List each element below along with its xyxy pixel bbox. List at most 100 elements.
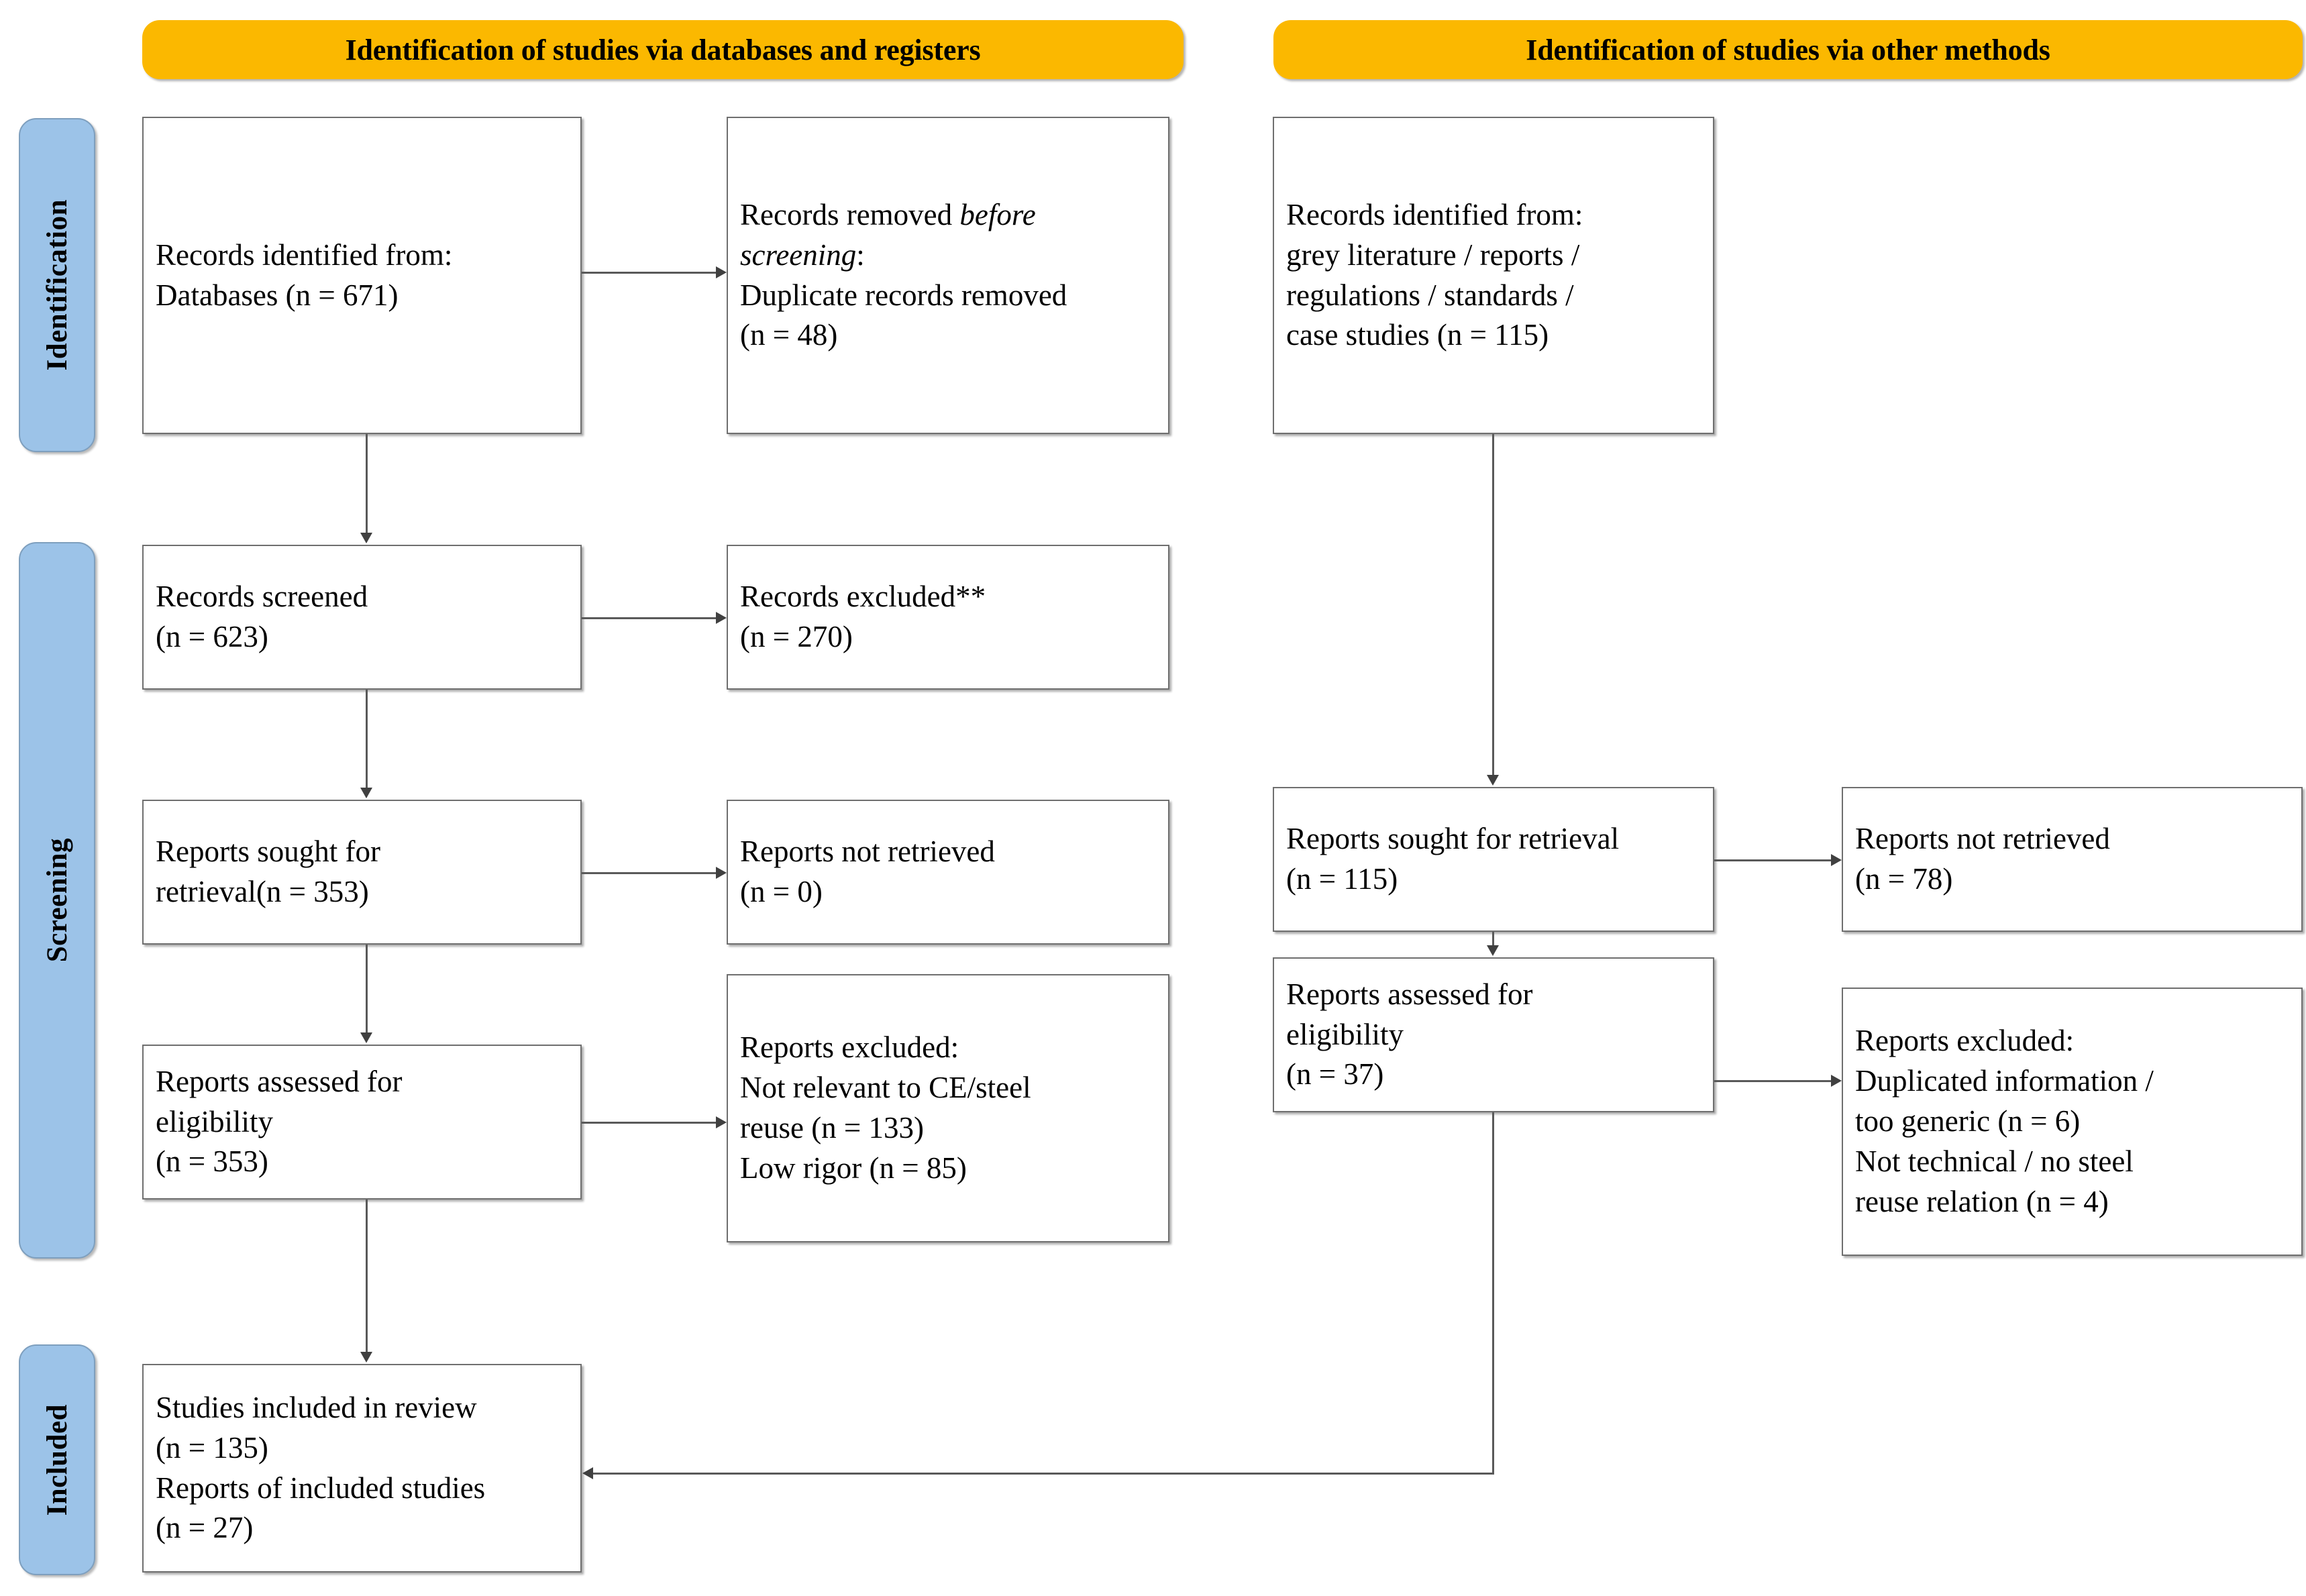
arrowhead-sought-other-to-not-retrieved-other xyxy=(1831,854,1842,866)
reports-excluded-other-line2: Duplicated information / xyxy=(1855,1064,2154,1098)
node-records-identified-other-text: Records identified from: grey literature… xyxy=(1274,195,1595,356)
records-removed-line1: Records removed before xyxy=(740,195,1067,235)
records-removed-prefix: Records removed xyxy=(740,197,960,231)
records-identified-other-line2: grey literature / reports / xyxy=(1286,237,1580,272)
node-records-identified-databases: Records identified from: Databases (n = … xyxy=(142,117,582,434)
rail-included-label: Included xyxy=(41,1403,73,1516)
records-removed-line3: Duplicate records removed xyxy=(740,278,1067,312)
connector-assessed-other-to-included-horizontal xyxy=(593,1473,1494,1475)
records-identified-other-line1: Records identified from: xyxy=(1286,197,1583,231)
studies-included-line2: (n = 135) xyxy=(156,1430,268,1465)
reports-excluded-db-line2: Not relevant to CE/steel xyxy=(740,1071,1031,1105)
node-reports-excluded-databases: Reports excluded: Not relevant to CE/ste… xyxy=(727,974,1169,1242)
records-identified-db-line1: Records identified from: xyxy=(156,237,453,272)
rail-screening-label: Screening xyxy=(41,838,73,963)
node-reports-assessed-other-text: Reports assessed for eligibility (n = 37… xyxy=(1274,975,1544,1096)
records-removed-colon: : xyxy=(856,237,865,272)
connector-sought-to-assessed xyxy=(366,945,368,1032)
node-reports-not-retrieved-other-text: Reports not retrieved (n = 78) xyxy=(1843,819,2122,900)
node-reports-not-retrieved-databases: Reports not retrieved (n = 0) xyxy=(727,800,1169,945)
reports-excluded-other-line4: Not technical / no steel xyxy=(1855,1144,2134,1178)
arrowhead-identified-to-removed xyxy=(716,266,727,278)
studies-included-line1: Studies included in review xyxy=(156,1390,477,1424)
connector-identified-other-to-sought-other xyxy=(1492,434,1494,775)
node-records-screened: Records screened (n = 623) xyxy=(142,545,582,690)
records-removed-line2: screening: xyxy=(740,235,1067,276)
connector-screened-to-excluded xyxy=(582,617,716,619)
arrowhead-assessed-other-to-included xyxy=(582,1467,593,1479)
banner-other-methods: Identification of studies via other meth… xyxy=(1273,20,2303,79)
reports-sought-db-line2: retrieval(n = 353) xyxy=(156,875,369,908)
records-identified-db-line2: Databases (n = 671) xyxy=(156,278,399,312)
records-removed-italic-screening: screening xyxy=(740,237,857,272)
arrowhead-identified-to-screened xyxy=(360,533,372,543)
node-reports-sought-other-text: Reports sought for retrieval (n = 115) xyxy=(1274,819,1631,900)
node-records-screened-text: Records screened (n = 623) xyxy=(144,577,380,657)
arrowhead-screened-to-sought xyxy=(360,788,372,798)
connector-assessed-other-to-excluded-other xyxy=(1714,1080,1831,1082)
node-records-removed-before-screening: Records removed before screening: Duplic… xyxy=(727,117,1169,434)
reports-not-retrieved-other-line2: (n = 78) xyxy=(1855,862,1953,896)
reports-not-retrieved-db-line1: Reports not retrieved xyxy=(740,835,995,869)
connector-sought-other-to-not-retrieved-other xyxy=(1714,859,1831,861)
reports-sought-other-line2: (n = 115) xyxy=(1286,862,1398,896)
reports-excluded-db-line4: Low rigor (n = 85) xyxy=(740,1151,967,1185)
node-studies-included: Studies included in review (n = 135) Rep… xyxy=(142,1364,582,1573)
records-screened-line1: Records screened xyxy=(156,580,368,614)
node-reports-sought-databases-text: Reports sought for retrieval(n = 353) xyxy=(144,832,392,912)
node-studies-included-text: Studies included in review (n = 135) Rep… xyxy=(144,1388,497,1548)
reports-not-retrieved-db-line2: (n = 0) xyxy=(740,875,823,908)
node-records-excluded: Records excluded** (n = 270) xyxy=(727,545,1169,690)
reports-assessed-db-line3: (n = 353) xyxy=(156,1145,268,1179)
records-removed-line4: (n = 48) xyxy=(740,318,838,352)
connector-screened-to-sought xyxy=(366,690,368,788)
reports-assessed-other-line1: Reports assessed for xyxy=(1286,977,1533,1011)
reports-assessed-db-line2: eligibility xyxy=(156,1104,273,1138)
records-excluded-line2: (n = 270) xyxy=(740,620,853,653)
connector-identified-to-removed xyxy=(582,272,716,274)
reports-sought-db-line1: Reports sought for xyxy=(156,835,380,869)
node-reports-assessed-databases: Reports assessed for eligibility (n = 35… xyxy=(142,1045,582,1200)
node-records-identified-other-methods: Records identified from: grey literature… xyxy=(1273,117,1714,434)
reports-excluded-other-line1: Reports excluded: xyxy=(1855,1024,2075,1058)
node-reports-excluded-other-text: Reports excluded: Duplicated information… xyxy=(1843,1021,2166,1222)
banner-databases-and-registers: Identification of studies via databases … xyxy=(142,20,1184,79)
reports-excluded-other-line3: too generic (n = 6) xyxy=(1855,1104,2081,1138)
node-reports-sought-other-methods: Reports sought for retrieval (n = 115) xyxy=(1273,787,1714,932)
rail-included: Included xyxy=(19,1344,95,1575)
arrowhead-screened-to-excluded xyxy=(716,612,727,624)
node-records-removed-text: Records removed before screening: Duplic… xyxy=(728,195,1079,356)
rail-identification: Identification xyxy=(19,118,95,452)
records-screened-line2: (n = 623) xyxy=(156,620,268,653)
studies-included-line4: (n = 27) xyxy=(156,1511,254,1545)
node-reports-sought-databases: Reports sought for retrieval(n = 353) xyxy=(142,800,582,945)
reports-assessed-other-line2: eligibility xyxy=(1286,1017,1404,1051)
rail-identification-label: Identification xyxy=(41,199,73,371)
records-identified-other-line4: case studies (n = 115) xyxy=(1286,318,1549,352)
banner-other-methods-label: Identification of studies via other meth… xyxy=(1526,33,2050,66)
rail-screening: Screening xyxy=(19,542,95,1259)
connector-assessed-other-to-included-vertical xyxy=(1492,1112,1494,1473)
records-excluded-line1: Records excluded** xyxy=(740,580,986,614)
node-reports-assessed-other-methods: Reports assessed for eligibility (n = 37… xyxy=(1273,957,1714,1112)
node-reports-not-retrieved-databases-text: Reports not retrieved (n = 0) xyxy=(728,832,1007,912)
connector-sought-other-to-assessed-other xyxy=(1492,932,1494,945)
arrowhead-assessed-other-to-excluded-other xyxy=(1831,1075,1842,1087)
records-removed-italic-before: before xyxy=(959,197,1036,231)
connector-assessed-to-excluded xyxy=(582,1122,716,1124)
node-reports-not-retrieved-other-methods: Reports not retrieved (n = 78) xyxy=(1842,787,2303,932)
reports-excluded-other-line5: reuse relation (n = 4) xyxy=(1855,1184,2109,1218)
connector-identified-to-screened xyxy=(366,434,368,533)
reports-sought-other-line1: Reports sought for retrieval xyxy=(1286,822,1620,856)
banner-databases-label: Identification of studies via databases … xyxy=(345,33,981,66)
reports-excluded-db-line1: Reports excluded: xyxy=(740,1030,959,1065)
reports-assessed-db-line1: Reports assessed for xyxy=(156,1064,403,1098)
reports-not-retrieved-other-line1: Reports not retrieved xyxy=(1855,822,2110,856)
arrowhead-assessed-to-included xyxy=(360,1352,372,1363)
node-reports-excluded-other-methods: Reports excluded: Duplicated information… xyxy=(1842,988,2303,1256)
arrowhead-assessed-to-excluded xyxy=(716,1116,727,1128)
records-identified-other-line3: regulations / standards / xyxy=(1286,278,1574,312)
reports-assessed-other-line3: (n = 37) xyxy=(1286,1057,1384,1092)
arrowhead-sought-to-assessed xyxy=(360,1032,372,1043)
